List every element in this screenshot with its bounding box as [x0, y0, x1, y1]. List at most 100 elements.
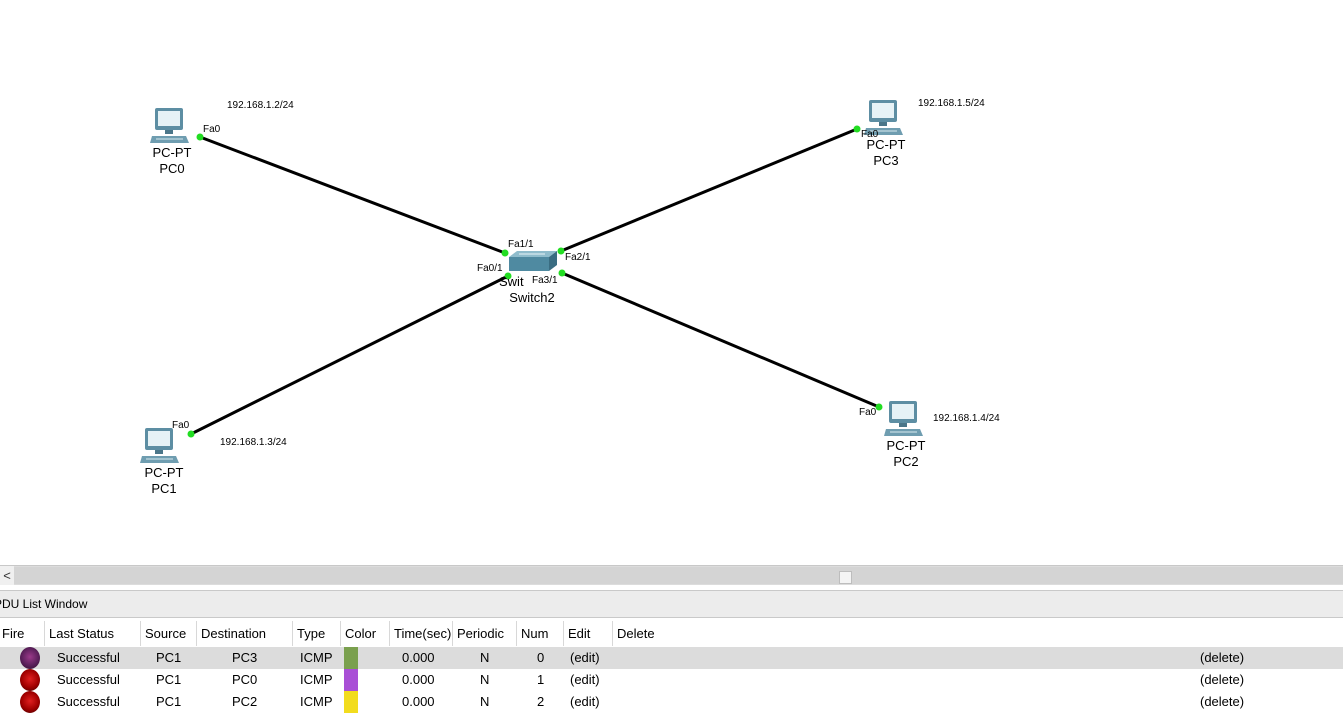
pdu-table-header: Fire Last Status Source Destination Type… [0, 621, 1343, 646]
pdu-delete-link[interactable]: (delete) [1200, 672, 1245, 687]
link-pc3-switch[interactable] [560, 127, 858, 253]
pdu-num: 1 [537, 672, 545, 687]
pdu-time: 0.000 [402, 694, 435, 709]
col-header-edit[interactable]: Edit [564, 621, 613, 646]
pc2-type-label: PC-PT [886, 438, 926, 453]
pdu-edit-link[interactable]: (edit) [570, 672, 600, 687]
pdu-edit-link[interactable]: (edit) [570, 694, 600, 709]
pdu-delete-link[interactable]: (delete) [1200, 650, 1245, 665]
pdu-row[interactable]: Successful PC1 PC0 ICMP 0.000 N 1 (edit)… [0, 669, 1343, 691]
col-header-last-status[interactable]: Last Status [45, 621, 141, 646]
pdu-color-swatch [344, 647, 358, 669]
pdu-row[interactable]: Successful PC1 PC3 ICMP 0.000 N 0 (edit)… [0, 647, 1343, 669]
port-light-sw-fa3-1 [558, 269, 566, 277]
switch-port-fa0-1-label: Fa0/1 [477, 263, 503, 274]
link-pc2-switch[interactable] [561, 271, 880, 409]
links-layer [187, 125, 883, 438]
scrollbar-thumb[interactable] [839, 571, 852, 584]
pdu-time: 0.000 [402, 650, 435, 665]
pdu-status: Successful [57, 672, 120, 687]
port-light-sw-fa1-1 [501, 249, 509, 257]
pdu-source: PC1 [156, 650, 182, 665]
pdu-source: PC1 [156, 672, 182, 687]
pdu-row[interactable]: Successful PC1 PC2 ICMP 0.000 N 2 (edit)… [0, 691, 1343, 713]
col-header-source[interactable]: Source [141, 621, 197, 646]
col-header-color[interactable]: Color [341, 621, 390, 646]
port-light-sw-fa0-1 [504, 272, 512, 280]
switch-port-fa3-1-label: Fa3/1 [532, 275, 558, 286]
pc0-label: PC-PT PC0 [146, 145, 198, 177]
switch2-label: Swit Switch2 [490, 274, 574, 306]
pc1-ip-label: 192.168.1.3/24 [220, 437, 287, 448]
pdu-periodic: N [480, 694, 490, 709]
pdu-periodic: N [480, 672, 490, 687]
topology-workspace[interactable]: PC-PT PC0 192.168.1.2/24 Fa0 PC-PT PC3 1… [0, 0, 1343, 565]
pdu-status: Successful [57, 694, 120, 709]
pc0-port-label: Fa0 [203, 124, 221, 135]
scroll-left-arrow-icon[interactable]: < [0, 566, 14, 585]
switch2-name-label: Switch2 [509, 290, 555, 305]
pdu-type: ICMP [300, 694, 333, 709]
pc2-ip-label: 192.168.1.4/24 [933, 413, 1000, 424]
pc3-name-label: PC3 [873, 153, 899, 168]
pdu-type: ICMP [300, 672, 333, 687]
scrollbar-track[interactable] [14, 567, 1343, 584]
pdu-time: 0.000 [402, 672, 435, 687]
pdu-destination: PC3 [232, 650, 258, 665]
pc2-name-label: PC2 [893, 454, 919, 469]
pc3-type-label: PC-PT [866, 137, 906, 152]
pc0-type-label: PC-PT [152, 145, 192, 160]
pc3-ip-label: 192.168.1.5/24 [918, 98, 985, 109]
pc1-type-label: PC-PT [144, 465, 184, 480]
pdu-window-title: PDU List Window [0, 597, 88, 611]
pdu-destination: PC2 [232, 694, 258, 709]
horizontal-scrollbar[interactable]: < [0, 565, 1343, 585]
col-header-destination[interactable]: Destination [197, 621, 293, 646]
switch-port-fa2-1-label: Fa2/1 [565, 252, 591, 263]
pdu-color-swatch [344, 669, 358, 691]
pc0-ip-label: 192.168.1.2/24 [227, 100, 294, 111]
port-light-pc0-fa0 [196, 133, 204, 141]
pc3-computer-icon[interactable] [864, 98, 904, 138]
switch2-type-label: Swit [499, 274, 524, 289]
pdu-edit-link[interactable]: (edit) [570, 650, 600, 665]
link-pc0-switch[interactable] [199, 135, 506, 255]
pdu-color-swatch [344, 691, 358, 713]
fire-button-icon[interactable] [20, 669, 40, 691]
pc2-label: PC-PT PC2 [880, 438, 932, 470]
fire-button-icon[interactable] [20, 691, 40, 713]
col-header-fire[interactable]: Fire [0, 621, 45, 646]
pc2-computer-icon[interactable] [884, 399, 924, 439]
switch2-icon[interactable] [505, 249, 561, 275]
pdu-status: Successful [57, 650, 120, 665]
port-light-pc3-fa0 [853, 125, 861, 133]
pdu-window-titlebar: PDU List Window [0, 590, 1343, 618]
pdu-delete-link[interactable]: (delete) [1200, 694, 1245, 709]
pc1-port-label: Fa0 [172, 420, 190, 431]
col-header-delete[interactable]: Delete [617, 626, 655, 641]
pc0-computer-icon[interactable] [150, 106, 190, 146]
port-light-pc1-fa0 [187, 430, 195, 438]
pdu-num: 2 [537, 694, 545, 709]
col-header-num[interactable]: Num [517, 621, 564, 646]
col-header-type[interactable]: Type [293, 621, 341, 646]
port-light-pc2-fa0 [875, 403, 883, 411]
pc1-label: PC-PT PC1 [138, 465, 190, 497]
pdu-destination: PC0 [232, 672, 258, 687]
fire-button-icon[interactable] [20, 647, 40, 669]
col-header-time[interactable]: Time(sec) [390, 621, 453, 646]
pc0-name-label: PC0 [159, 161, 185, 176]
pdu-source: PC1 [156, 694, 182, 709]
pc2-port-label: Fa0 [859, 407, 877, 418]
link-pc1-switch[interactable] [190, 274, 509, 436]
pdu-num: 0 [537, 650, 545, 665]
col-header-periodic[interactable]: Periodic [453, 621, 517, 646]
pdu-periodic: N [480, 650, 490, 665]
pc3-label: PC-PT PC3 [860, 137, 912, 169]
pc3-port-label: Fa0 [861, 129, 879, 140]
pdu-type: ICMP [300, 650, 333, 665]
pc1-computer-icon[interactable] [140, 426, 180, 466]
pc1-name-label: PC1 [151, 481, 177, 496]
port-light-sw-fa2-1 [557, 247, 565, 255]
switch-port-fa1-1-label: Fa1/1 [508, 239, 534, 250]
